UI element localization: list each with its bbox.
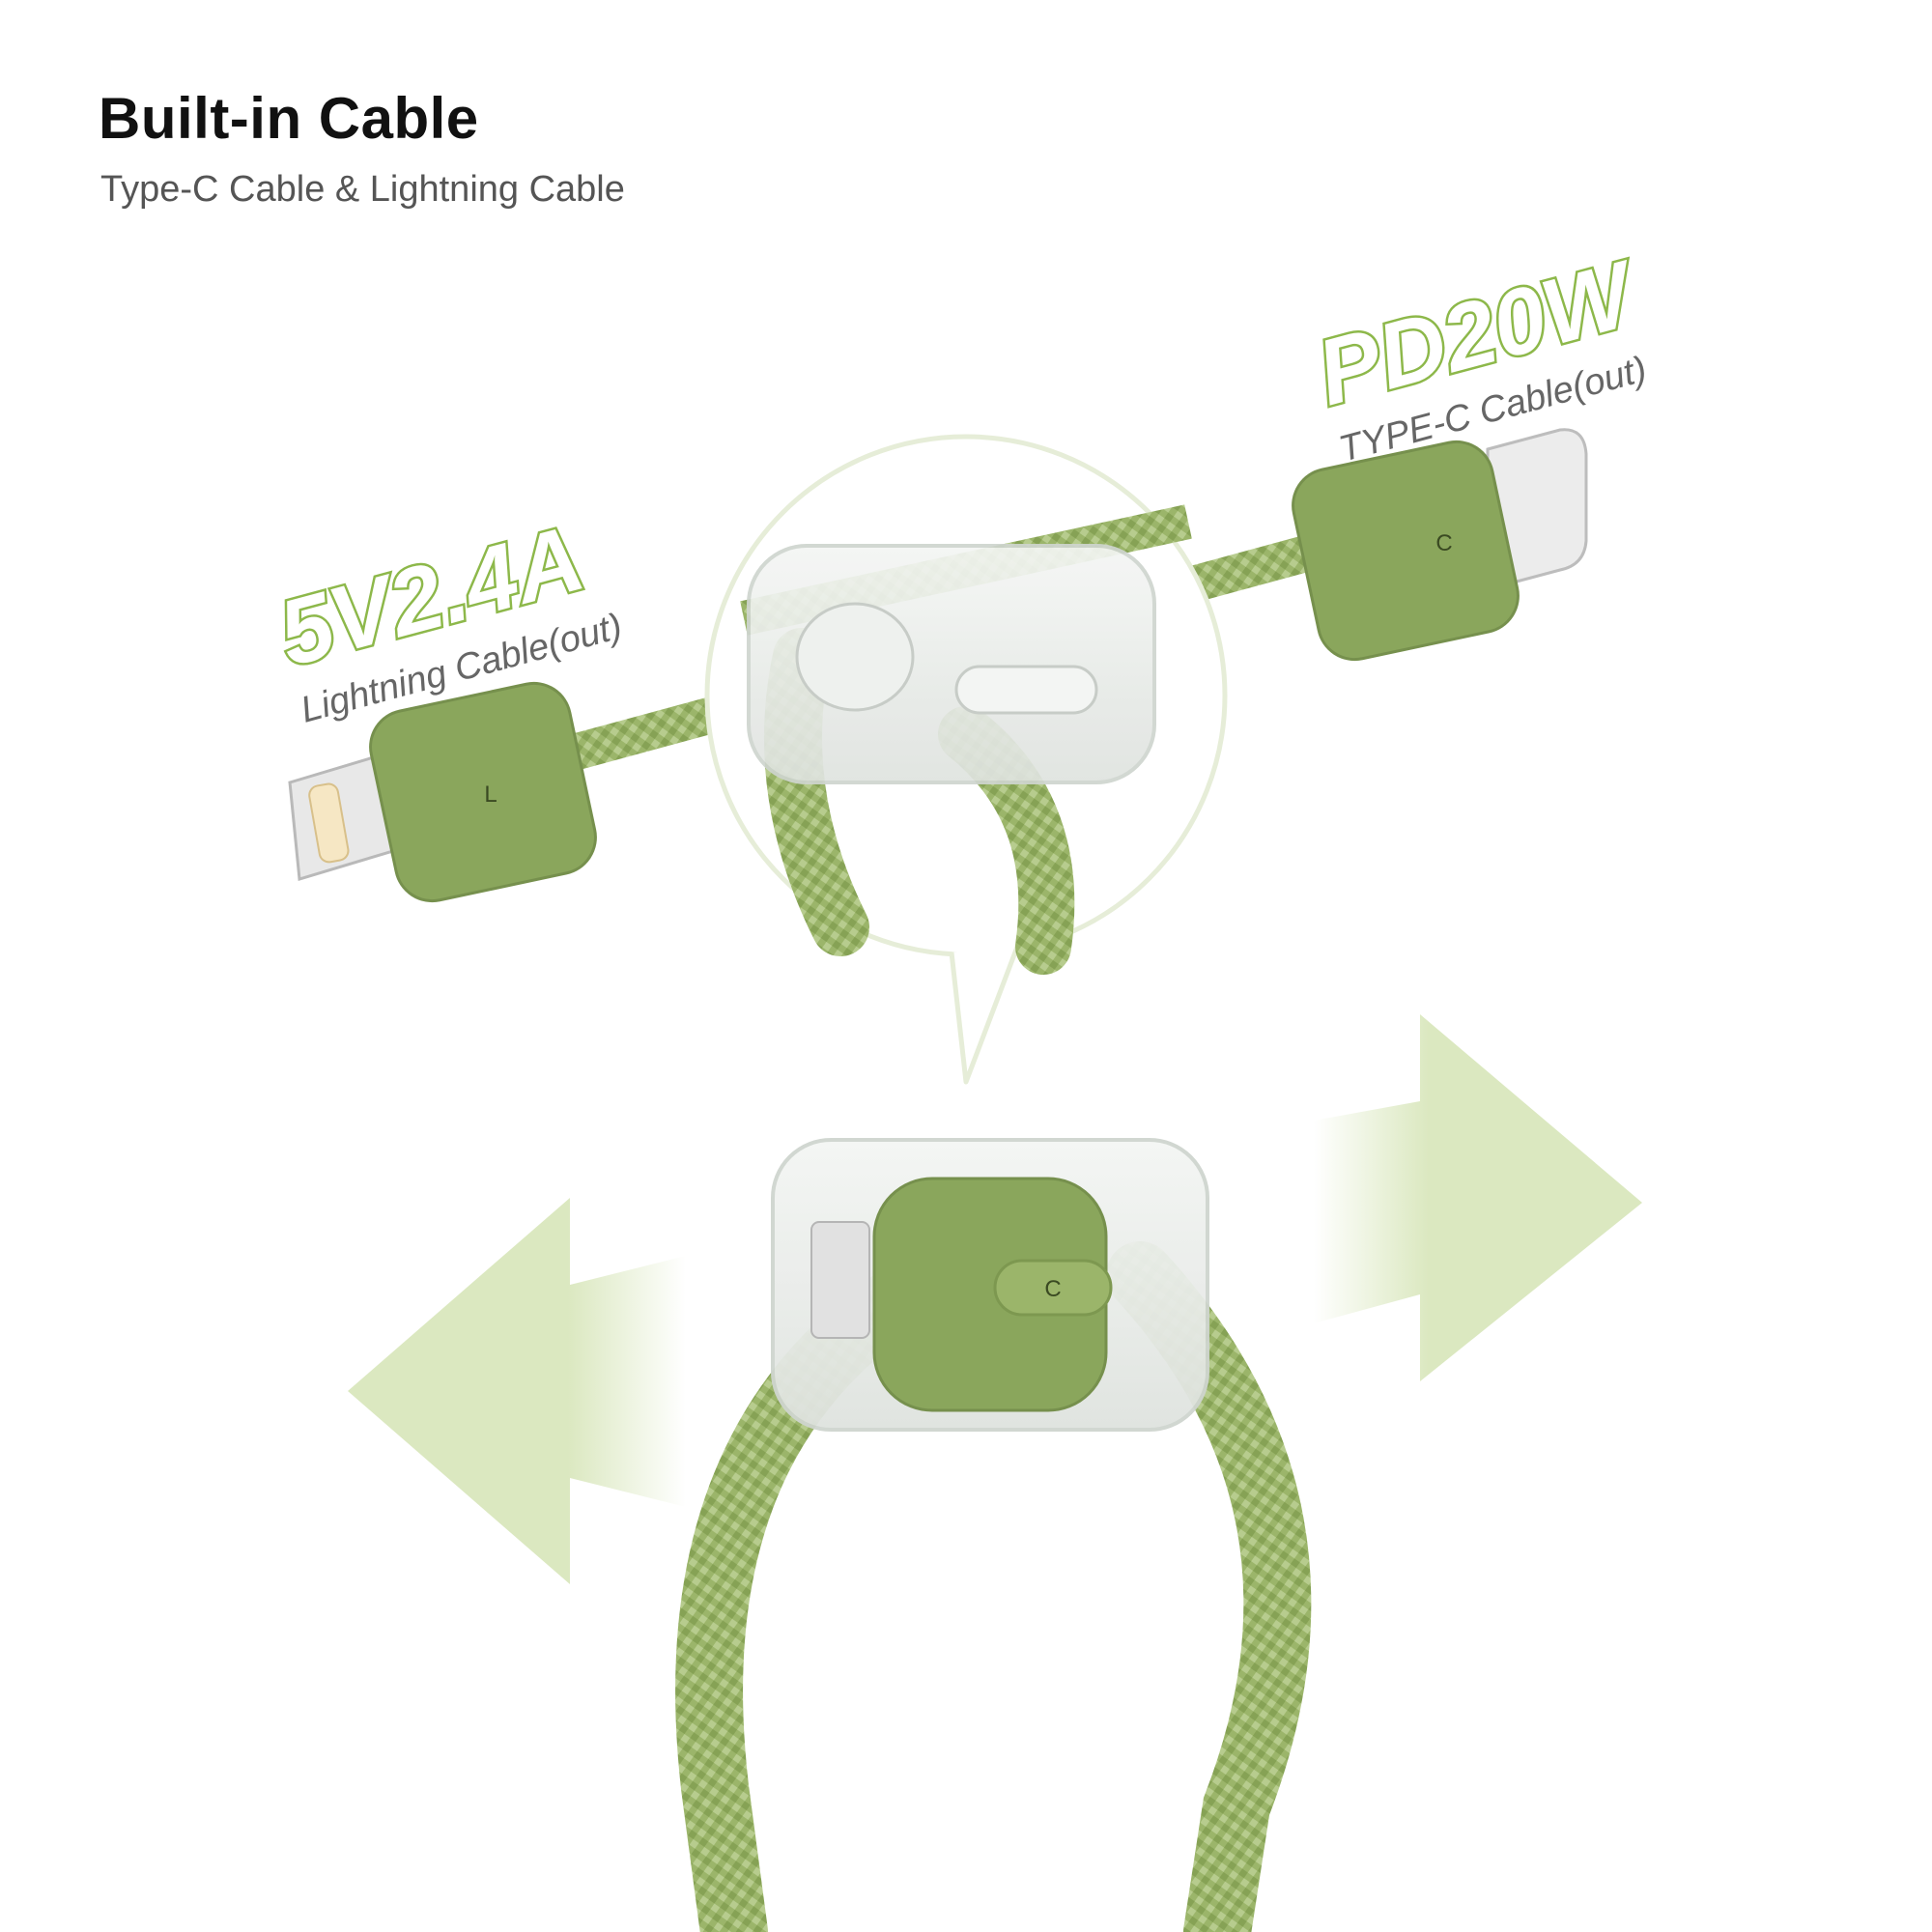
clip-letter: C bbox=[1044, 1276, 1061, 1302]
zoom-callout bbox=[704, 434, 1228, 1085]
typec-letter: C bbox=[1435, 530, 1452, 556]
page-title: Built-in Cable bbox=[99, 86, 479, 151]
lightning-connector: L bbox=[288, 681, 597, 903]
arrow-right-icon bbox=[1314, 1014, 1642, 1381]
arrow-left-icon bbox=[348, 1198, 686, 1584]
lightning-spec-group: 5V2.4A Lightning Cable(out) bbox=[266, 504, 626, 731]
typec-spec-group: PD20W TYPE-C Cable(out) bbox=[1304, 239, 1651, 470]
page-subtitle: Type-C Cable & Lightning Cable bbox=[100, 169, 625, 210]
typec-connector: C bbox=[1292, 428, 1588, 662]
cable-clip-assembly: C bbox=[675, 1138, 1312, 1932]
lightning-letter: L bbox=[484, 781, 497, 808]
